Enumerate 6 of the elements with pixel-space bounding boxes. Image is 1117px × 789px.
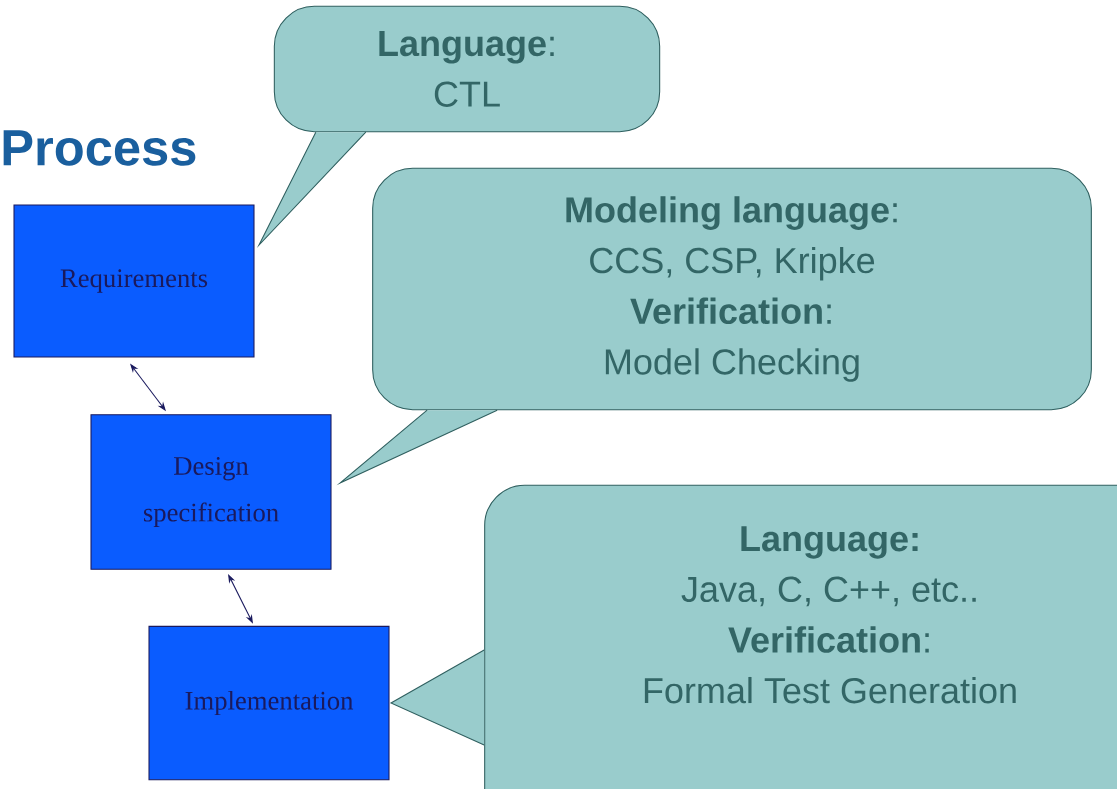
speech-bubble: Language: Java, C, C++, etc.. Verification: Formal Test Generation — [389, 484, 1117, 789]
process-box: Design specification — [90, 414, 332, 570]
process-box: Requirements — [13, 204, 255, 358]
speech-bubble: Modeling language: CCS, CSP, Kripke Verification: Model Checking — [336, 167, 1092, 486]
title: Process — [3, 130, 196, 166]
process-box: Implementation — [148, 625, 390, 781]
